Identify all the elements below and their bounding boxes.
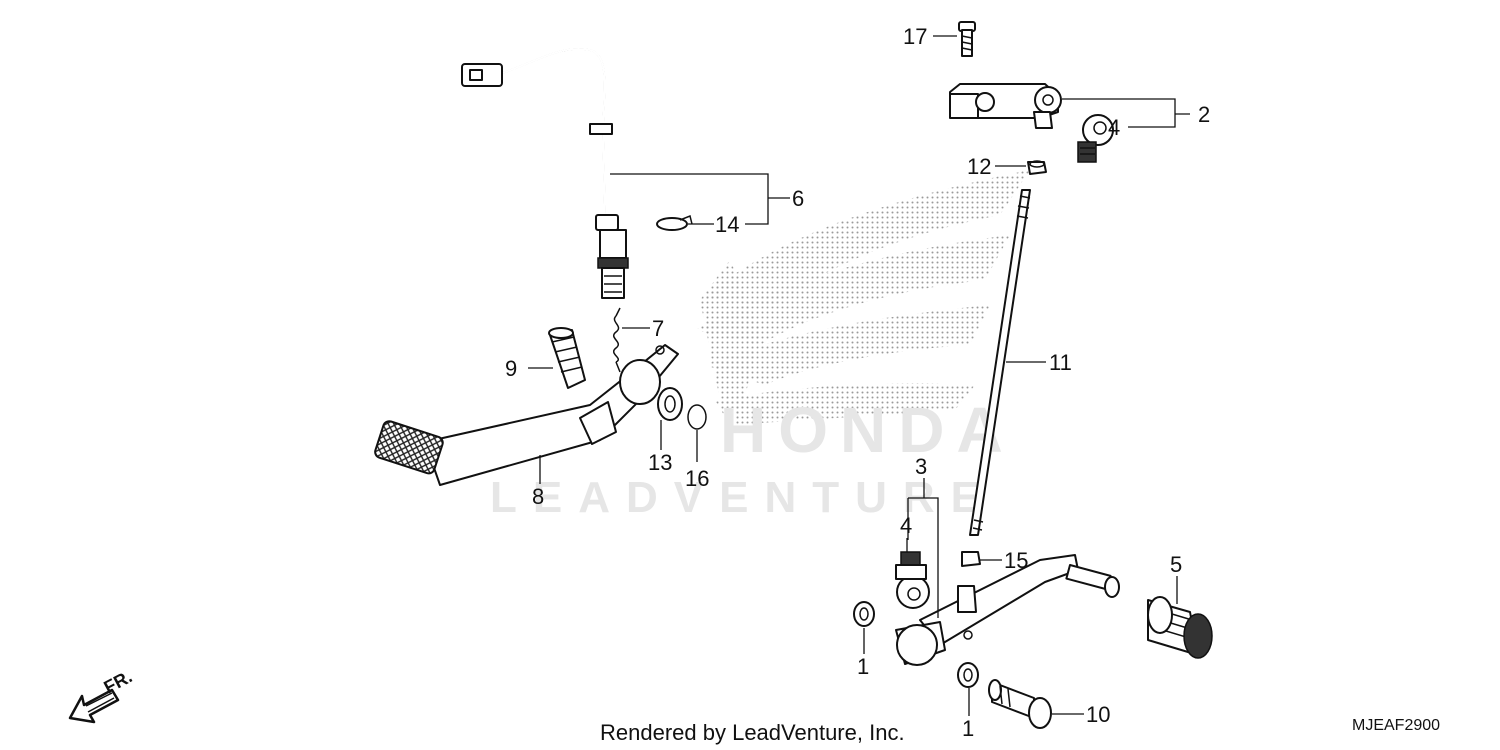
callout-11[interactable]: 11 bbox=[1049, 350, 1072, 375]
part-7-spring[interactable] bbox=[613, 307, 621, 373]
part-4-joint-upper[interactable] bbox=[1077, 114, 1114, 163]
callout-13[interactable]: 13 bbox=[648, 450, 672, 475]
part-2-shift-arm[interactable] bbox=[949, 83, 1062, 129]
callout-7[interactable]: 7 bbox=[652, 316, 664, 341]
callout-14[interactable]: 14 bbox=[715, 212, 739, 237]
part-17-bolt[interactable] bbox=[958, 21, 976, 57]
callout-1-left[interactable]: 1 bbox=[857, 654, 869, 679]
callouts: 17 2 4 12 6 14 7 9 11 3 13 16 8 4 15 5 1… bbox=[505, 24, 1210, 741]
callout-10[interactable]: 10 bbox=[1086, 702, 1110, 727]
callout-3[interactable]: 3 bbox=[915, 454, 927, 479]
callout-17[interactable]: 17 bbox=[903, 24, 927, 49]
callout-2[interactable]: 2 bbox=[1198, 102, 1210, 127]
callout-8[interactable]: 8 bbox=[532, 484, 544, 509]
callout-16[interactable]: 16 bbox=[685, 466, 709, 491]
callout-4-lower[interactable]: 4 bbox=[900, 513, 912, 538]
callout-6[interactable]: 6 bbox=[792, 186, 804, 211]
part-8-brake-pedal[interactable] bbox=[374, 344, 679, 486]
render-credit: Rendered by LeadVenture, Inc. bbox=[600, 720, 905, 745]
leadventure-watermark: LEADVENTURE bbox=[490, 473, 996, 522]
honda-watermark-text: HONDA bbox=[720, 394, 1015, 466]
honda-wing-watermark bbox=[695, 170, 1030, 425]
part-12-nut[interactable] bbox=[1027, 160, 1047, 175]
callout-4-upper[interactable]: 4 bbox=[1108, 115, 1120, 140]
part-9-spring[interactable] bbox=[548, 327, 586, 389]
callout-1-bottom[interactable]: 1 bbox=[962, 716, 974, 741]
part-1-washer-b[interactable] bbox=[957, 662, 979, 688]
part-16-circlip[interactable] bbox=[687, 404, 707, 430]
part-6-sensor-cable[interactable] bbox=[461, 48, 629, 299]
callout-5[interactable]: 5 bbox=[1170, 552, 1182, 577]
part-5-pedal-rubber[interactable] bbox=[1147, 596, 1213, 659]
part-1-washer-a[interactable] bbox=[853, 601, 875, 627]
leader-lines bbox=[528, 35, 1190, 716]
part-11-tie-rod[interactable] bbox=[969, 189, 1031, 536]
front-direction-arrow: FR. bbox=[68, 666, 135, 724]
callout-15[interactable]: 15 bbox=[1004, 548, 1028, 573]
part-13-washer[interactable] bbox=[657, 387, 683, 421]
part-15-nut[interactable] bbox=[961, 551, 981, 567]
diagram-code: MJEAF2900 bbox=[1352, 717, 1440, 734]
part-4-joint-lower[interactable] bbox=[895, 551, 930, 609]
part-10-pivot-bolt[interactable] bbox=[988, 679, 1052, 729]
part-3-shift-pedal[interactable] bbox=[895, 554, 1120, 666]
callout-12[interactable]: 12 bbox=[967, 154, 991, 179]
part-14-clip[interactable] bbox=[656, 214, 693, 231]
callout-9[interactable]: 9 bbox=[505, 356, 517, 381]
